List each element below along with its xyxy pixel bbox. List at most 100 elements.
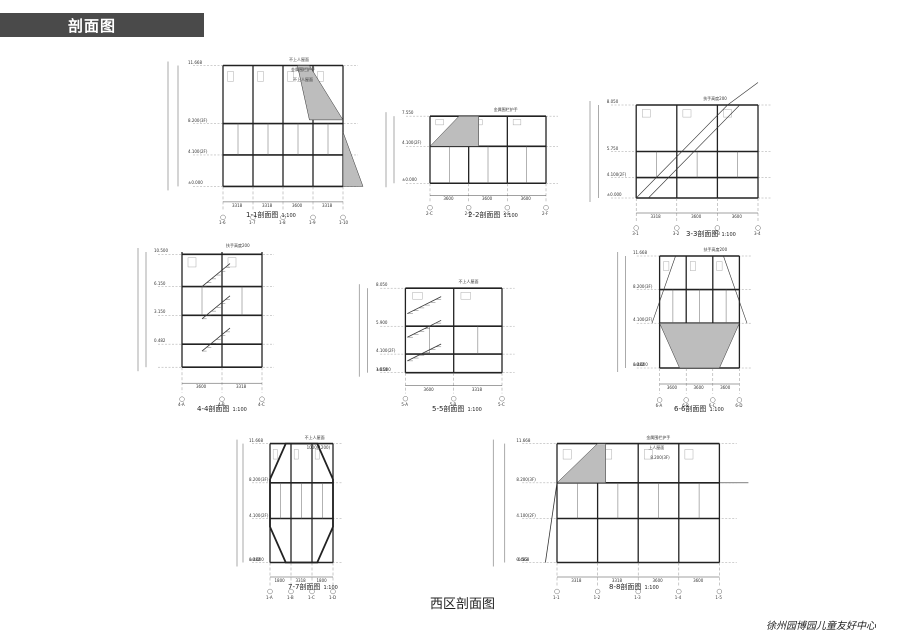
- slope-line: [545, 482, 558, 563]
- axis-label: 1-7: [249, 220, 256, 226]
- window-mark: [460, 292, 471, 300]
- axis-label: 6-B: [682, 403, 689, 408]
- level-label: 4.100(2F): [633, 317, 653, 323]
- axis-label: 1-5: [715, 594, 722, 600]
- level-label: 8.200(3F): [188, 117, 208, 123]
- section-svg: [617, 252, 751, 403]
- axis-bubble: [259, 396, 265, 402]
- axis-label: 2-D: [464, 210, 472, 216]
- level-label: ±0.000: [606, 192, 622, 197]
- axis-label: 1-A: [266, 594, 273, 600]
- axis-label: 2-C: [426, 210, 433, 216]
- axis-bubble: [714, 225, 721, 231]
- axis-bubble: [330, 588, 336, 595]
- ground-hatch: [342, 131, 364, 187]
- dimension-label: 3600: [693, 578, 704, 583]
- axis-bubble: [594, 588, 601, 595]
- dimension-label: 3318: [322, 202, 333, 208]
- level-label: 4.100(2F): [188, 148, 208, 154]
- level-label: ±0.000: [402, 177, 417, 183]
- window-mark: [187, 257, 197, 268]
- level-label: 0.482: [516, 556, 528, 562]
- level-label: 11.668: [516, 437, 531, 443]
- window-mark: [663, 261, 670, 271]
- axis-bubble: [633, 225, 639, 231]
- dimension-label: 3318: [232, 202, 243, 208]
- level-label: 0.482: [249, 556, 261, 562]
- level-label: 11.668: [633, 250, 647, 255]
- axis-bubble: [674, 225, 680, 231]
- window-mark: [562, 449, 572, 460]
- axis-label: 1-3: [634, 594, 641, 600]
- window-mark: [257, 71, 264, 82]
- section-svg: [137, 248, 274, 402]
- dimension-label: 1800: [274, 578, 285, 583]
- window-mark: [272, 449, 278, 460]
- level-label: 7.550: [402, 110, 414, 116]
- roof-hatch: [429, 115, 479, 147]
- window-mark: [293, 449, 299, 460]
- window-mark: [227, 257, 237, 268]
- slope-line: [723, 255, 748, 324]
- level-label: 4.100(2F): [516, 512, 536, 518]
- level-label: 0.482: [633, 362, 645, 367]
- stair-line: [635, 104, 728, 199]
- axis-bubble: [710, 397, 716, 403]
- level-label: 3.150: [154, 309, 166, 315]
- window-mark: [689, 261, 696, 271]
- level-label: 8.200(3F): [249, 476, 269, 482]
- annotation-label: 不上人屋面: [458, 279, 479, 285]
- axis-bubble: [676, 588, 682, 595]
- annotation-label: 上人屋面: [648, 444, 665, 450]
- dimension-label: 3600: [443, 196, 454, 202]
- window-mark: [642, 109, 651, 118]
- dimension-label: 3318: [471, 386, 483, 392]
- axis-label: 6-D: [735, 403, 743, 408]
- axis-label: 4-A: [178, 402, 185, 408]
- section-svg: [385, 112, 558, 211]
- axis-label: 3-4: [754, 231, 761, 236]
- level-label: ±0.000: [633, 362, 648, 367]
- annotation-label: 扶手高度200: [226, 243, 250, 248]
- window-mark: [412, 292, 423, 300]
- axis-label: 2-E: [503, 210, 510, 216]
- dimension-label: 3318: [236, 384, 247, 390]
- footer-project-name: 徐州园博园儿童友好中心: [766, 621, 876, 632]
- annotation-label: 8.200(3F): [650, 454, 670, 460]
- level-label: 10.500: [154, 248, 168, 254]
- axis-bubble: [755, 225, 761, 231]
- axis-bubble: [219, 396, 225, 402]
- level-label: 8.200(3F): [516, 476, 536, 482]
- axis-bubble: [402, 396, 409, 402]
- stair-line: [727, 82, 759, 106]
- dimension-label: 3318: [650, 214, 661, 219]
- axis-label: 1-1: [553, 594, 560, 600]
- annotation-label: 金属围栏护手: [291, 66, 315, 72]
- window-mark: [723, 109, 732, 118]
- dimension-label: 3318: [571, 578, 582, 583]
- axis-label: 6-C: [708, 403, 716, 408]
- annotation-label: 不上人屋面: [304, 434, 325, 440]
- section-svg: [589, 82, 771, 231]
- axis-label: 3-3: [713, 231, 720, 236]
- axis-bubble: [280, 214, 286, 221]
- window-mark: [682, 109, 692, 118]
- dimension-label: 3318: [295, 578, 306, 583]
- window-mark: [287, 71, 294, 82]
- level-label: 8.050: [606, 99, 619, 104]
- dimension-label: 3600: [196, 384, 207, 390]
- window-mark: [512, 119, 522, 126]
- level-label: 8.050: [376, 282, 388, 288]
- level-label: 4.100(2F): [376, 348, 396, 354]
